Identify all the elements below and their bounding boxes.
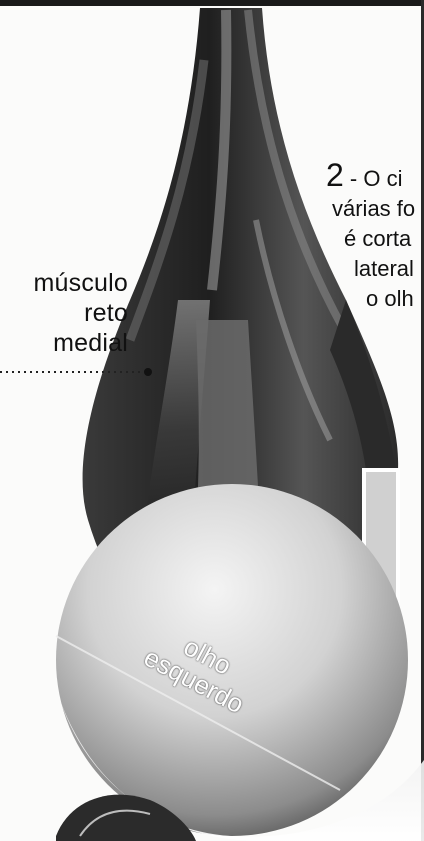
step-text: 2 - O ci várias fo é corta lateral o olh <box>326 160 424 314</box>
step-line-1: 2 - O ci <box>326 160 424 194</box>
step-number: 2 <box>326 160 344 193</box>
muscle-label: músculo reto medial <box>34 268 129 358</box>
step-line-3: é corta <box>326 224 424 254</box>
step-line-2: várias fo <box>326 194 424 224</box>
step-line-5: o olh <box>326 284 424 314</box>
step-line-text: - O ci <box>350 166 403 191</box>
leader-point <box>144 368 152 376</box>
muscle-label-line: músculo <box>34 268 129 298</box>
step-line-4: lateral <box>326 254 424 284</box>
muscle-label-line: medial <box>34 328 129 358</box>
muscle-label-line: reto <box>34 298 129 328</box>
